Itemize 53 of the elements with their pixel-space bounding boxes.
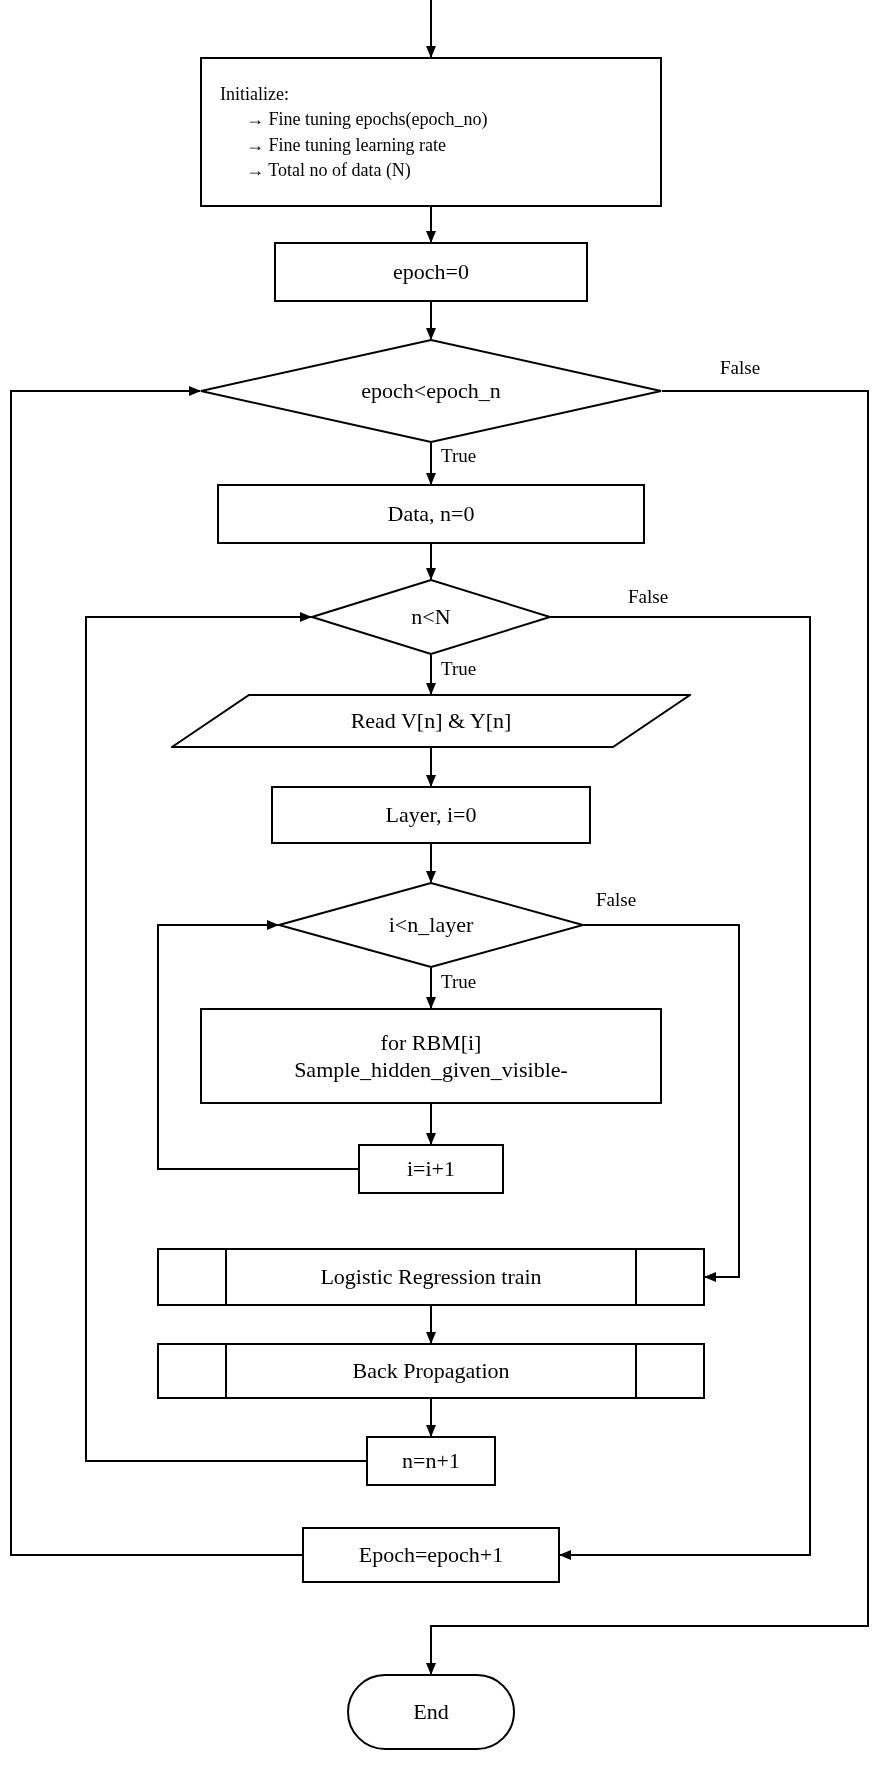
arrow	[10, 386, 303, 1556]
arrow	[426, 442, 436, 485]
node-text: i=i+1	[406, 1155, 455, 1183]
node-text: Sample_hidden_given_visible-	[294, 1056, 568, 1084]
node-text: → Fine tuning epochs(epoch_no)	[245, 108, 489, 131]
node-text: n<N	[411, 603, 451, 631]
process-box	[358, 1144, 504, 1194]
process-box	[200, 57, 662, 207]
node-text: Logistic Regression train	[320, 1263, 542, 1291]
node-text: i<n_layer	[388, 911, 474, 939]
arrow	[426, 301, 436, 340]
process-box	[217, 484, 645, 544]
node-text: epoch=0	[393, 258, 469, 286]
arrow	[157, 920, 359, 1170]
arrow	[85, 612, 367, 1462]
arrow	[426, 543, 436, 580]
node-text: Back Propagation	[352, 1357, 510, 1385]
node-text: Read V[n] & Y[n]	[350, 707, 512, 735]
node-text: n=n+1	[402, 1447, 460, 1475]
arrow	[426, 1305, 436, 1344]
arrow	[426, 0, 436, 58]
node-text: Layer, i=0	[385, 801, 477, 829]
arrow	[426, 747, 436, 787]
edge-label: True	[441, 659, 477, 678]
process-box	[302, 1527, 560, 1583]
node-text: Initialize:	[220, 82, 290, 105]
node-text: Epoch=epoch+1	[358, 1541, 504, 1569]
node-text: for RBM[i]	[380, 1028, 482, 1056]
arrow	[426, 206, 436, 243]
node-text: → Total no of data (N)	[245, 159, 412, 182]
arrow	[426, 390, 869, 1675]
edge-label: True	[441, 446, 477, 465]
predefined-process-box	[157, 1248, 705, 1306]
process-box	[200, 1008, 662, 1104]
edge-label: False	[720, 358, 761, 377]
arrow	[583, 924, 740, 1282]
arrow	[426, 1398, 436, 1437]
edge-label: True	[441, 972, 477, 991]
process-box	[274, 242, 588, 302]
process-box	[271, 786, 591, 844]
arrow	[426, 843, 436, 883]
node-text: → Fine tuning learning rate	[245, 133, 447, 156]
predefined-process-box	[157, 1343, 705, 1399]
arrow	[426, 967, 436, 1009]
process-box	[366, 1436, 496, 1486]
node-text: epoch<epoch_n	[361, 377, 501, 405]
arrow	[426, 654, 436, 695]
arrow	[426, 1103, 436, 1145]
node-text: End	[413, 1698, 449, 1726]
node-text: Data, n=0	[387, 500, 475, 528]
arrow	[550, 616, 811, 1560]
edge-label: False	[628, 587, 669, 606]
edge-label: False	[596, 890, 637, 909]
